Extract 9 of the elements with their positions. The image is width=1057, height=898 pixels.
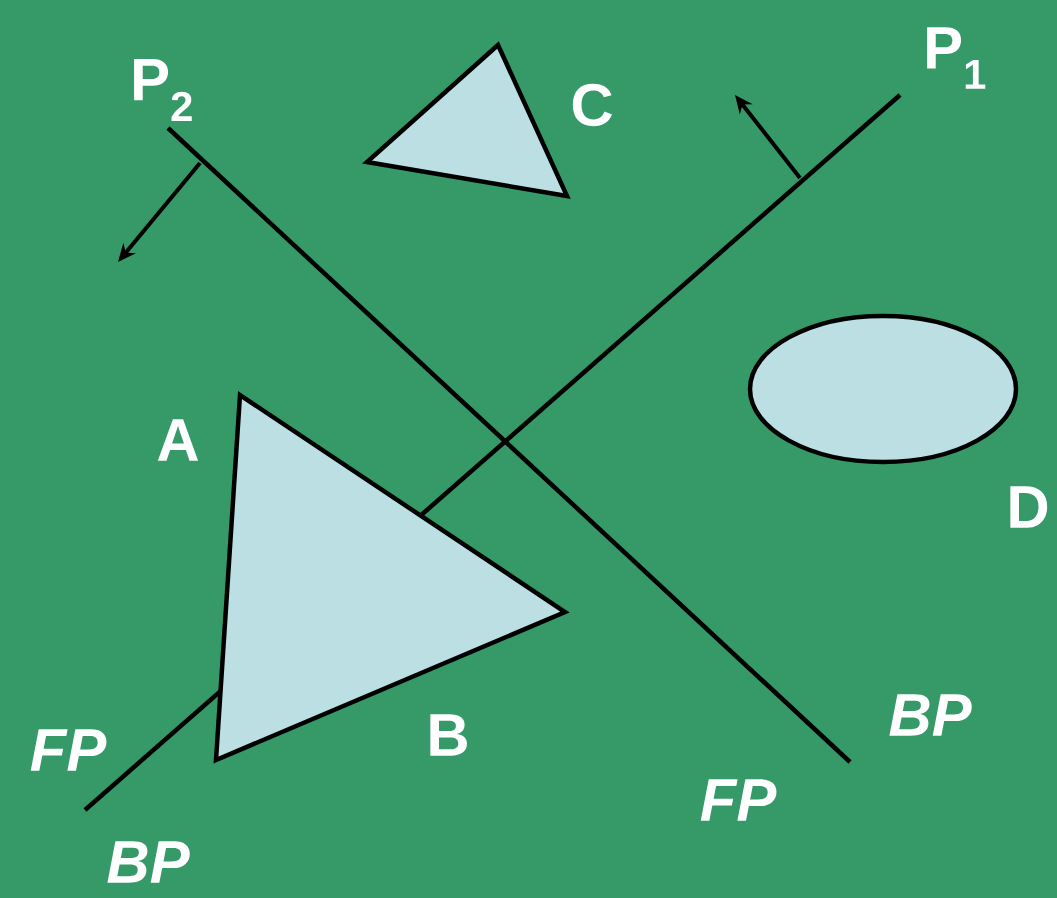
label: BP <box>107 841 190 883</box>
label: P$_{1}$ <box>927 27 986 89</box>
label: D <box>1010 486 1048 528</box>
label: B <box>430 714 467 756</box>
label: P$_{2}$ <box>134 59 192 121</box>
ellipse <box>747 313 1019 465</box>
label: FP <box>30 729 107 771</box>
label: BP <box>889 694 972 736</box>
label: FP <box>700 779 777 821</box>
